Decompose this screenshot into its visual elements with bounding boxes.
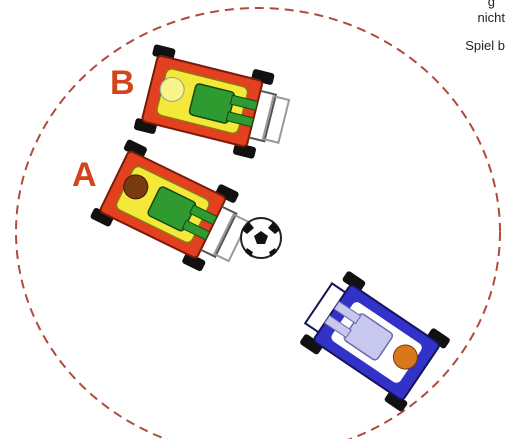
- corner-text-line1: g: [488, 0, 495, 9]
- corner-text-line2: nicht: [478, 10, 505, 25]
- kart-a-icon: [90, 139, 258, 281]
- corner-text-line3: Spiel b: [465, 38, 505, 53]
- label-b: B: [110, 66, 135, 100]
- kart-b-icon: [133, 44, 294, 164]
- soccer-ball-icon: [241, 218, 281, 258]
- label-a: A: [72, 158, 97, 192]
- kart-blue-icon: [294, 267, 451, 413]
